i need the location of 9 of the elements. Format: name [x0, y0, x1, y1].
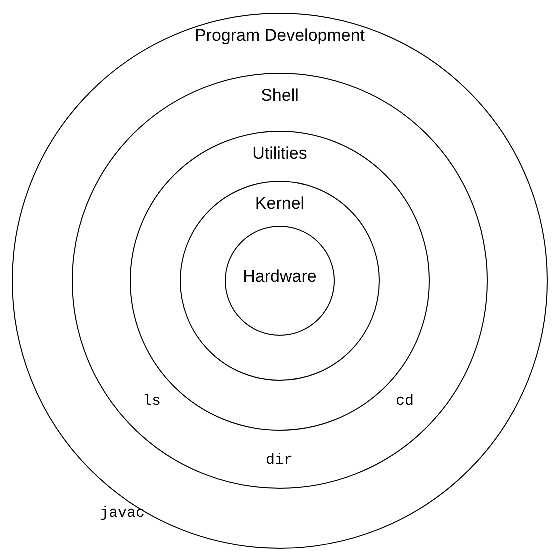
ring-title: Program Development	[194, 26, 366, 46]
ring-title: Hardware	[243, 267, 317, 287]
command-label: javac	[100, 505, 146, 522]
command-label: ls	[143, 393, 162, 410]
ring-title: Kernel	[255, 194, 305, 214]
ring-title: Shell	[261, 86, 299, 106]
command-label: cd	[396, 393, 414, 410]
command-label: dir	[266, 452, 294, 469]
ring-title: Utilities	[252, 144, 308, 164]
